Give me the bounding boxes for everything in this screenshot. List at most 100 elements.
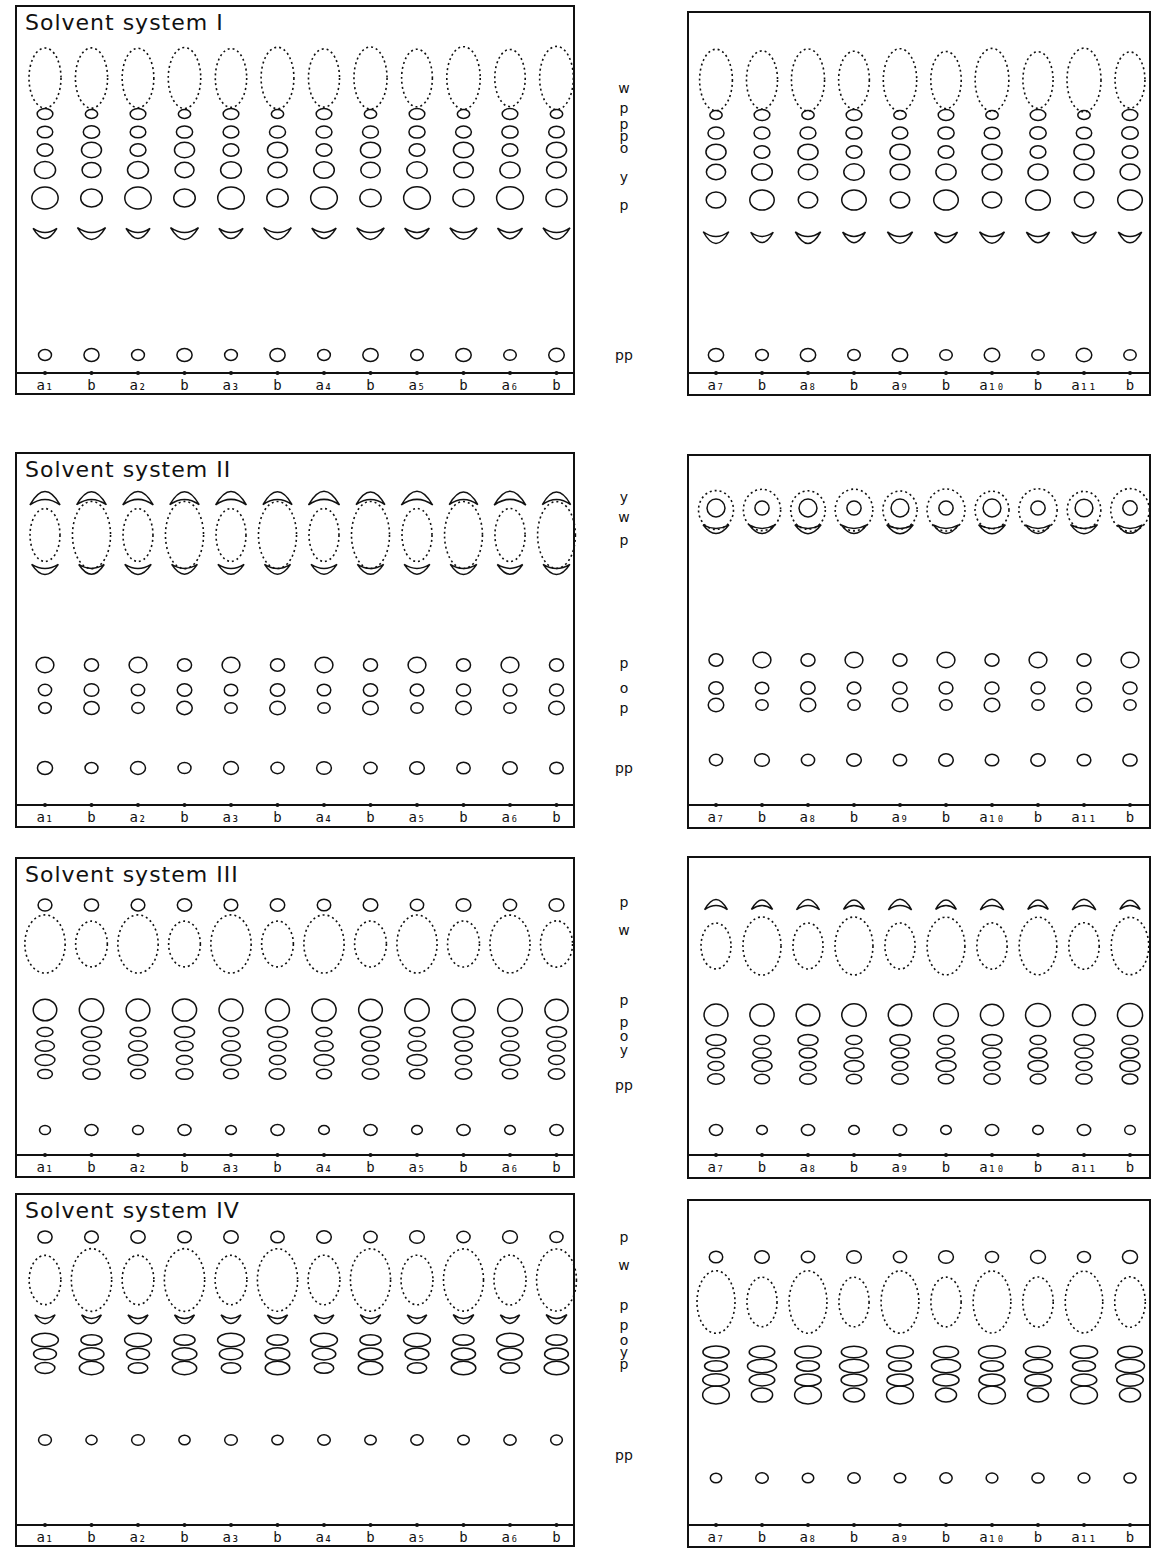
lane-label: b bbox=[87, 1160, 95, 1174]
spot bbox=[453, 1026, 473, 1037]
panel-title: Solvent system IV bbox=[25, 1199, 240, 1223]
lane-label: a₂ bbox=[130, 1160, 147, 1174]
origin-dot bbox=[136, 371, 140, 375]
faint-spot bbox=[973, 1271, 1011, 1333]
spot bbox=[219, 999, 243, 1021]
spot bbox=[81, 1026, 101, 1037]
origin-dot bbox=[508, 1523, 512, 1527]
lane-label: a₁ bbox=[37, 1160, 54, 1174]
spot bbox=[311, 1333, 338, 1346]
spot bbox=[1076, 1074, 1092, 1084]
spot bbox=[270, 899, 284, 911]
spot bbox=[1027, 1388, 1048, 1402]
origin-line bbox=[15, 372, 575, 374]
origin-dot bbox=[43, 371, 47, 375]
spot bbox=[131, 1069, 146, 1078]
spot bbox=[979, 1374, 1005, 1386]
spot bbox=[751, 1388, 772, 1402]
spot bbox=[549, 684, 563, 696]
origin-dot bbox=[1036, 803, 1040, 807]
spot bbox=[1122, 127, 1139, 139]
spot bbox=[1124, 1473, 1136, 1483]
spot bbox=[1070, 1346, 1097, 1359]
spot bbox=[985, 654, 999, 666]
spot bbox=[847, 1251, 862, 1264]
faint-spot bbox=[29, 48, 61, 108]
origin-dot bbox=[1082, 1523, 1086, 1527]
spot bbox=[549, 126, 565, 138]
lane-label: b bbox=[87, 810, 95, 824]
spot-colour-label: p bbox=[620, 198, 629, 212]
spot bbox=[546, 1335, 567, 1346]
spot bbox=[892, 127, 908, 139]
spot bbox=[984, 348, 1000, 361]
spot bbox=[799, 499, 817, 517]
spot-colour-label: w bbox=[618, 81, 629, 95]
spot bbox=[270, 684, 284, 696]
spot bbox=[500, 1363, 519, 1374]
spot bbox=[456, 126, 472, 138]
spot-colour-label: pp bbox=[615, 348, 633, 362]
lane-label: b bbox=[180, 810, 188, 824]
spot bbox=[125, 1333, 152, 1346]
crescent-spot bbox=[795, 525, 821, 534]
spot bbox=[363, 659, 377, 671]
spot bbox=[363, 348, 378, 361]
spot bbox=[1122, 109, 1138, 120]
faint-spot bbox=[29, 1255, 61, 1304]
spot bbox=[706, 1034, 726, 1045]
spot bbox=[316, 144, 332, 156]
spot bbox=[83, 1069, 100, 1080]
lane-label: a₈ bbox=[800, 810, 817, 824]
spot bbox=[32, 1333, 59, 1346]
crescent-spot bbox=[449, 492, 478, 505]
spot bbox=[798, 164, 817, 180]
spot bbox=[750, 190, 774, 210]
spot bbox=[799, 1048, 817, 1058]
spot bbox=[35, 1363, 55, 1374]
origin-dot bbox=[462, 1153, 466, 1157]
spot-colour-label: p bbox=[620, 1298, 629, 1312]
crescent-spot bbox=[312, 228, 336, 238]
spot bbox=[314, 1054, 334, 1065]
spot bbox=[938, 146, 954, 158]
lane-label: b bbox=[366, 1160, 374, 1174]
spot bbox=[979, 1346, 1006, 1358]
spot bbox=[703, 1374, 730, 1386]
origin-dot bbox=[806, 1153, 810, 1157]
origin-line bbox=[15, 804, 575, 806]
spot bbox=[412, 1126, 423, 1135]
spot bbox=[985, 682, 999, 694]
faint-spot bbox=[304, 915, 344, 973]
spot bbox=[177, 899, 191, 911]
spot bbox=[316, 108, 332, 119]
lane-label: a₄ bbox=[316, 378, 333, 392]
lane-label: b bbox=[850, 378, 858, 392]
spot bbox=[754, 109, 770, 120]
spot-colour-label: y bbox=[620, 170, 628, 184]
crescent-spot bbox=[705, 899, 728, 909]
lane-label: a₇ bbox=[708, 1160, 725, 1174]
crescent-spot bbox=[170, 492, 199, 505]
spot bbox=[891, 499, 909, 517]
crescent-spot bbox=[35, 1315, 55, 1324]
crescent-spot bbox=[887, 525, 913, 534]
panel-title: Solvent system I bbox=[25, 11, 224, 35]
lane-label: b bbox=[1126, 1160, 1134, 1174]
spot bbox=[502, 108, 518, 119]
lane-label: b bbox=[273, 1160, 281, 1174]
spot bbox=[847, 501, 861, 515]
spot bbox=[750, 1004, 774, 1026]
spot bbox=[316, 126, 332, 138]
spot bbox=[363, 1056, 379, 1065]
spot bbox=[314, 162, 335, 179]
spot bbox=[1121, 652, 1139, 668]
crescent-spot bbox=[1120, 900, 1140, 909]
spot bbox=[550, 1231, 563, 1242]
spot bbox=[1124, 350, 1136, 361]
origin-dot bbox=[806, 371, 810, 375]
spot bbox=[800, 127, 816, 139]
crescent-spot bbox=[797, 899, 820, 909]
spot bbox=[504, 1435, 516, 1445]
spot bbox=[407, 1363, 426, 1374]
